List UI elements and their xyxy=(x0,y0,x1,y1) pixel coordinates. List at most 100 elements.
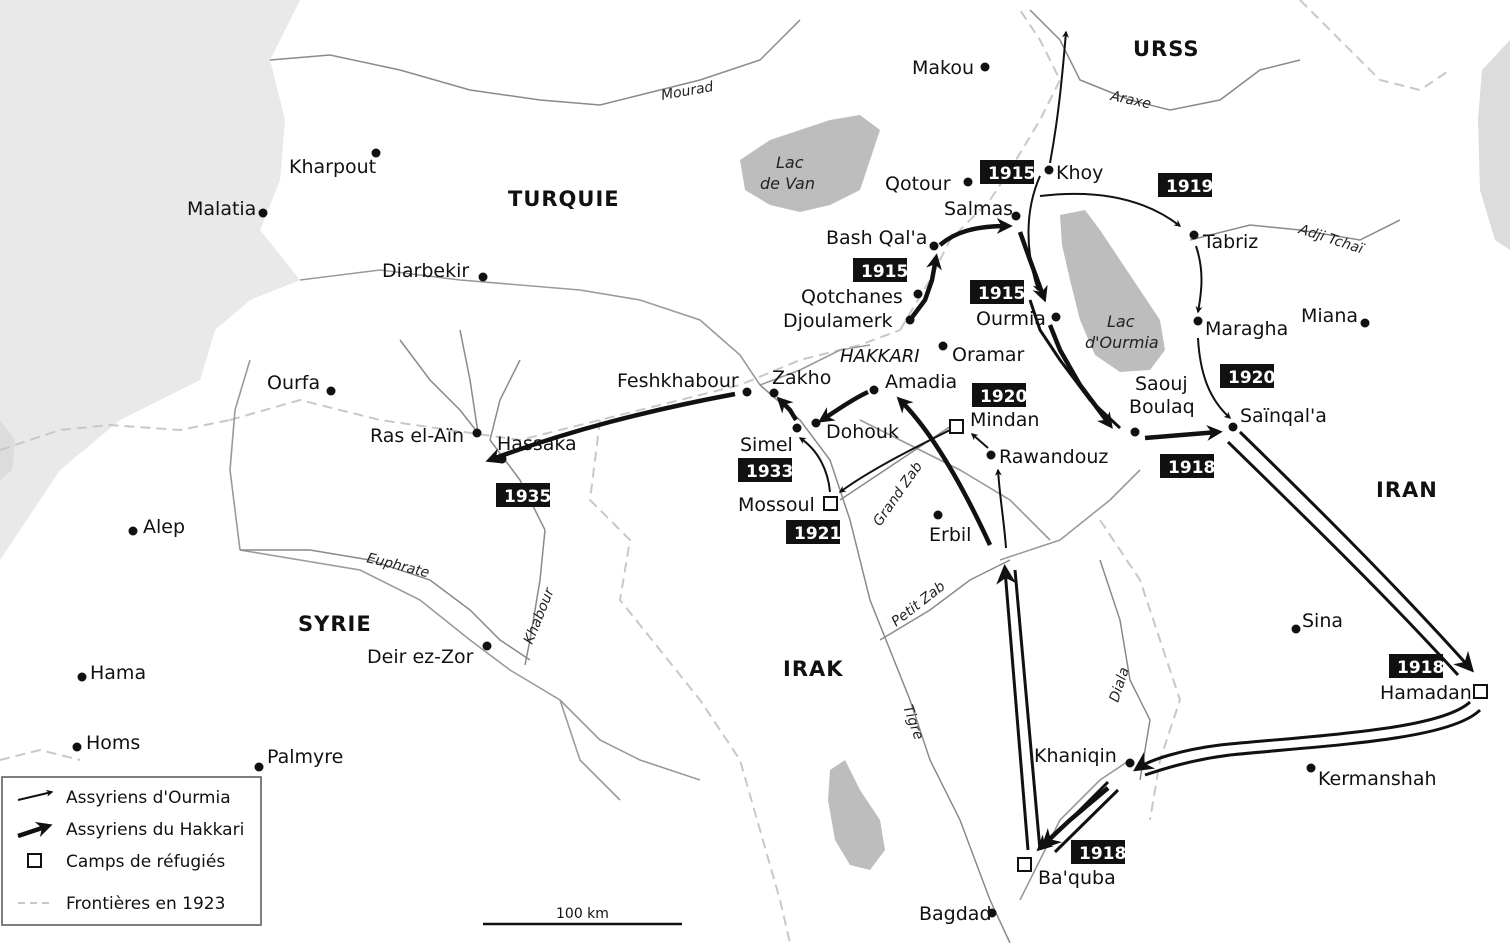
river-diala xyxy=(1099,559,1151,781)
city-label-mindan: Mindan xyxy=(970,409,1039,431)
city-label-bagdad: Bagdad xyxy=(919,903,992,925)
year-badge-baquba: 1918 xyxy=(1071,840,1126,864)
route-hakkari-baquba-amadia xyxy=(896,396,993,546)
legend-label-borders: Frontières en 1923 xyxy=(66,894,225,914)
city-label-ras-el-ain: Ras el-Aïn xyxy=(370,425,464,447)
river-tigre xyxy=(759,384,1011,943)
scale-label: 100 km xyxy=(556,906,609,922)
river-petit-zab xyxy=(879,559,1011,641)
city-label-khaniqin: Khaniqin xyxy=(1034,745,1117,767)
city-label-bash-qala: Bash Qal'a xyxy=(826,227,927,249)
city-label-miana: Miana xyxy=(1301,305,1358,327)
ourmia-routes xyxy=(798,30,1232,549)
city-label-qotour: Qotour xyxy=(885,173,951,195)
route-ourmia-rawandouz-mindan xyxy=(970,433,989,449)
refugee-camps xyxy=(823,419,1488,872)
year-badge-simel: 1933 xyxy=(738,458,793,482)
year-badge-saouj: 1918 xyxy=(1160,454,1215,478)
lake-label-ourmia-1: Lac xyxy=(1107,312,1135,331)
coastlines xyxy=(229,269,1141,901)
east-sea xyxy=(1478,40,1510,250)
lake-label-ourmia-2: d'Ourmia xyxy=(1085,333,1159,352)
legend-label-camps: Camps de réfugiés xyxy=(66,852,225,872)
route-ourmia-mossoul-simel xyxy=(798,437,831,493)
lake-tharthar xyxy=(828,760,885,870)
city-label-djoulamerk: Djoulamerk xyxy=(783,310,893,332)
west-sea xyxy=(0,0,300,560)
city-label-zakho: Zakho xyxy=(772,367,831,389)
river-mourad xyxy=(269,19,801,106)
country-label-urss: URSS xyxy=(1133,37,1200,61)
city-label-qotchanes: Qotchanes xyxy=(801,286,903,308)
legend-label-ourmia: Assyriens d'Ourmia xyxy=(66,788,231,808)
lake-label-van-1: Lac xyxy=(776,153,804,172)
route-hakkari-saouj-sainqala xyxy=(1144,424,1223,441)
svg-text:1919: 1919 xyxy=(1166,177,1213,197)
city-label-rawandouz: Rawandouz xyxy=(999,446,1108,468)
year-badge-hamadan: 1918 xyxy=(1389,654,1444,678)
river-upper-1 xyxy=(399,339,479,434)
city-label-diarbekir: Diarbekir xyxy=(382,260,469,282)
country-label-irak: IRAK xyxy=(783,657,844,681)
river-grand-zab xyxy=(839,419,961,501)
city-label-alep: Alep xyxy=(143,516,185,538)
city-label-kharpout: Kharpout xyxy=(289,156,376,178)
legend-camp-icon xyxy=(27,853,42,868)
city-label-makou: Makou xyxy=(912,57,974,79)
city-label-ourmia: Ourmia xyxy=(976,308,1046,330)
country-label-iran: IRAN xyxy=(1376,478,1438,502)
year-badge-mindan: 1920 xyxy=(972,383,1027,407)
river-khabour xyxy=(489,439,546,666)
city-label-homs: Homs xyxy=(86,732,140,754)
city-label-saouj-1: Saouj xyxy=(1135,373,1188,395)
svg-text:1918: 1918 xyxy=(1079,844,1126,864)
river-euphrate xyxy=(240,549,531,661)
route-ourmia-baquba-rawandouz xyxy=(994,468,1007,549)
city-label-hama: Hama xyxy=(90,662,146,684)
svg-text:1933: 1933 xyxy=(746,462,793,482)
route-ourmia-khoy-ourmia xyxy=(1027,175,1041,292)
city-label-salmas: Salmas xyxy=(944,198,1013,220)
city-label-erbil: Erbil xyxy=(929,524,971,546)
svg-text:1915: 1915 xyxy=(861,262,908,282)
svg-text:1920: 1920 xyxy=(980,387,1027,407)
route-ourmia-mindan-mossoul xyxy=(838,427,955,493)
city-label-ourfa: Ourfa xyxy=(267,372,320,394)
legend-label-hakkari: Assyriens du Hakkari xyxy=(66,820,244,840)
legend-thick-arrow-icon xyxy=(17,821,53,839)
region-label-hakkari: HAKKARI xyxy=(840,346,920,367)
rivers xyxy=(240,9,1401,943)
legend: Assyriens d'Ourmia Assyriens du Hakkari … xyxy=(1,776,262,926)
city-label-amadia: Amadia xyxy=(885,371,957,393)
city-label-baquba: Ba'quba xyxy=(1038,867,1116,889)
svg-text:1935: 1935 xyxy=(504,487,551,507)
lake-ourmia xyxy=(1060,210,1165,372)
river-upper-3 xyxy=(489,359,521,441)
city-label-feshkhabour: Feshkhabour xyxy=(617,370,739,392)
svg-text:1921: 1921 xyxy=(794,524,841,544)
west-coast-fragment xyxy=(0,420,15,480)
city-label-mossoul: Mossoul xyxy=(738,494,815,516)
city-label-malatia: Malatia xyxy=(187,198,256,220)
country-label-turquie: TURQUIE xyxy=(508,187,620,211)
year-badge-khoy: 1915 xyxy=(980,160,1035,184)
city-label-deir-ez-zor: Deir ez-Zor xyxy=(367,646,474,668)
city-label-maragha: Maragha xyxy=(1205,318,1288,340)
year-badge-tabriz: 1919 xyxy=(1158,173,1213,197)
city-label-simel: Simel xyxy=(740,434,793,456)
city-label-dohouk: Dohouk xyxy=(826,421,899,443)
route-hakkari-bashqala-salmas xyxy=(938,218,1013,247)
lake-van xyxy=(740,115,880,212)
year-badge-hassaka: 1935 xyxy=(496,483,551,507)
city-label-saouj-2: Boulaq xyxy=(1129,396,1195,418)
year-badges: 1915 1919 1915 1915 1920 1920 1918 1933 xyxy=(496,160,1444,864)
river-upper-2 xyxy=(459,329,479,434)
svg-text:1915: 1915 xyxy=(978,284,1025,304)
route-hakkari-djoulamerk-bashqala xyxy=(908,253,942,322)
lake-label-van-2: de Van xyxy=(760,174,815,193)
route-ourmia-maragha-sainqala xyxy=(1197,337,1232,419)
route-ourmia-tabriz-maragha xyxy=(1195,245,1203,314)
city-label-kermanshah: Kermanshah xyxy=(1318,768,1437,790)
double-routes xyxy=(996,299,1482,854)
